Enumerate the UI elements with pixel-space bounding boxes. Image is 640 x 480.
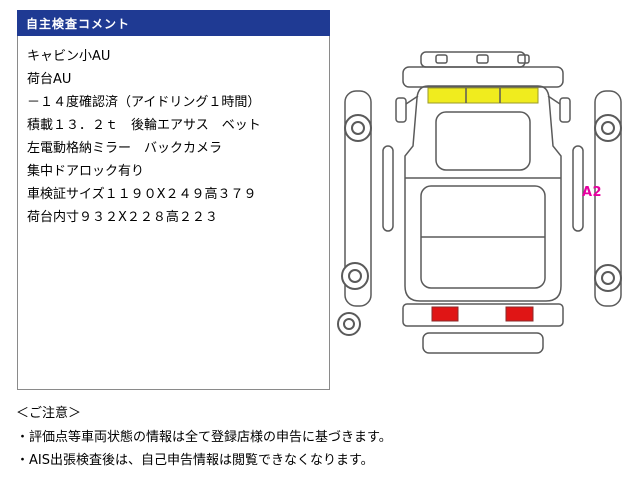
- tail-lamp-right: [505, 306, 534, 322]
- vehicle-diagram-svg: [337, 51, 622, 354]
- right-mirror: [559, 97, 571, 123]
- comment-line: 積載１３．２ｔ 後輪エアサス ベット: [27, 118, 261, 133]
- rear-bumper: [402, 303, 564, 327]
- notice-heading: ＜ご注意＞: [16, 406, 82, 421]
- cab-roof: [435, 111, 531, 171]
- comment-line: 左電動格納ミラー バックカメラ: [27, 141, 223, 156]
- right-door-strip: [572, 145, 584, 232]
- comment-line: 荷台AU: [27, 72, 72, 87]
- notice-item: ・AIS出張検査後は、自己申告情報は閲覧できなくなります。: [16, 453, 374, 468]
- comment-panel-body: キャビン小AU 荷台AU －１４度確認済（アイドリング１時間） 積載１３．２ｔ …: [17, 36, 330, 390]
- tail-lamp-left: [431, 306, 459, 322]
- body-outline: [404, 85, 562, 302]
- comment-line: 集中ドアロック有り: [27, 164, 145, 179]
- marker-lamp: [476, 54, 489, 64]
- right-side-strip: [594, 90, 622, 307]
- left-door-strip: [382, 145, 394, 232]
- self-inspection-comment-panel: 自主検査コメント キャビン小AU 荷台AU －１４度確認済（アイドリング１時間）…: [17, 10, 330, 390]
- comment-panel-title: 自主検査コメント: [17, 10, 330, 36]
- comment-line: 車検証サイズ１１９０X２４９高３７９: [27, 187, 257, 202]
- marker-lamp: [435, 54, 448, 64]
- comment-line: キャビン小AU: [27, 49, 111, 64]
- rear-lower-bar: [422, 332, 544, 354]
- vehicle-diagram: [333, 46, 635, 374]
- grade-label: A2: [582, 185, 603, 200]
- comment-line: 荷台内寸９３２X２２８高２２３: [27, 210, 218, 225]
- windshield-highlight: [427, 87, 539, 104]
- comment-line: －１４度確認済（アイドリング１時間）: [27, 95, 261, 110]
- notice-section: ＜ご注意＞ ・評価点等車両状態の情報は全て登録店様の申告に基づきます。 ・AIS…: [16, 402, 392, 472]
- marker-lamp: [517, 54, 530, 64]
- left-mirror: [395, 97, 407, 123]
- front-bumper: [402, 66, 564, 88]
- left-side-strip: [344, 90, 372, 307]
- notice-item: ・評価点等車両状態の情報は全て登録店様の申告に基づきます。: [16, 430, 392, 445]
